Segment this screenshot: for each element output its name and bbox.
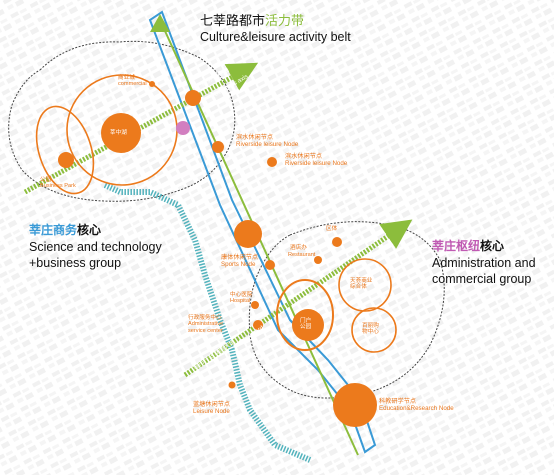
admin-node	[253, 320, 263, 330]
business-park-ellipse	[35, 105, 95, 195]
boulevard-axis-line	[183, 219, 413, 378]
right-core-title-cn: 莘庄枢纽核心	[432, 239, 505, 253]
commercial-dot	[149, 81, 155, 87]
node-b-label: 酒店办	[290, 245, 307, 251]
belt-title-cn: 七莘路都市活力带	[200, 13, 305, 28]
sports-node	[234, 220, 262, 248]
riverside-node-1	[212, 141, 224, 153]
riverside-node-2	[267, 157, 277, 167]
tianlan-ring	[338, 258, 392, 312]
gate-park-ring	[276, 279, 334, 351]
xinzhonghu-node	[101, 113, 141, 153]
belt-title-en: Culture&leisure activity belt	[200, 30, 351, 44]
small-node-c	[265, 260, 275, 270]
left-core-en-1: Science and technology	[29, 240, 162, 254]
small-node-a	[332, 237, 342, 247]
gate-park-label: 门户公园	[300, 318, 312, 331]
belt-arrowhead-top	[150, 14, 170, 32]
education-node	[333, 383, 377, 427]
left-core-en-2: +business group	[29, 256, 122, 270]
small-node-b	[314, 256, 322, 264]
right-core-en-2: commercial group	[432, 272, 532, 286]
right-district-boundary	[248, 221, 445, 399]
node-a-label: 区体	[326, 226, 338, 232]
right-core-en-1: Administration and	[432, 256, 536, 270]
baili-ring	[351, 307, 397, 353]
baili-label: 百丽购物中心	[362, 323, 379, 336]
xinzhonghu-label: 莘中湖	[110, 130, 127, 136]
gate-park-node	[292, 309, 324, 341]
pink-node	[176, 121, 190, 135]
left-district-boundary	[8, 40, 236, 202]
leisure-node	[228, 381, 236, 389]
business-axis-node	[185, 90, 201, 106]
blue-main-axis	[148, 10, 377, 454]
business-park-node	[58, 152, 74, 168]
tianlan-label: 天荟商业综合体	[350, 278, 373, 291]
left-core-title-cn: 莘庄商务核心	[29, 223, 102, 237]
node-c-label: Restaurant	[288, 252, 316, 258]
hospital-node	[251, 301, 259, 309]
